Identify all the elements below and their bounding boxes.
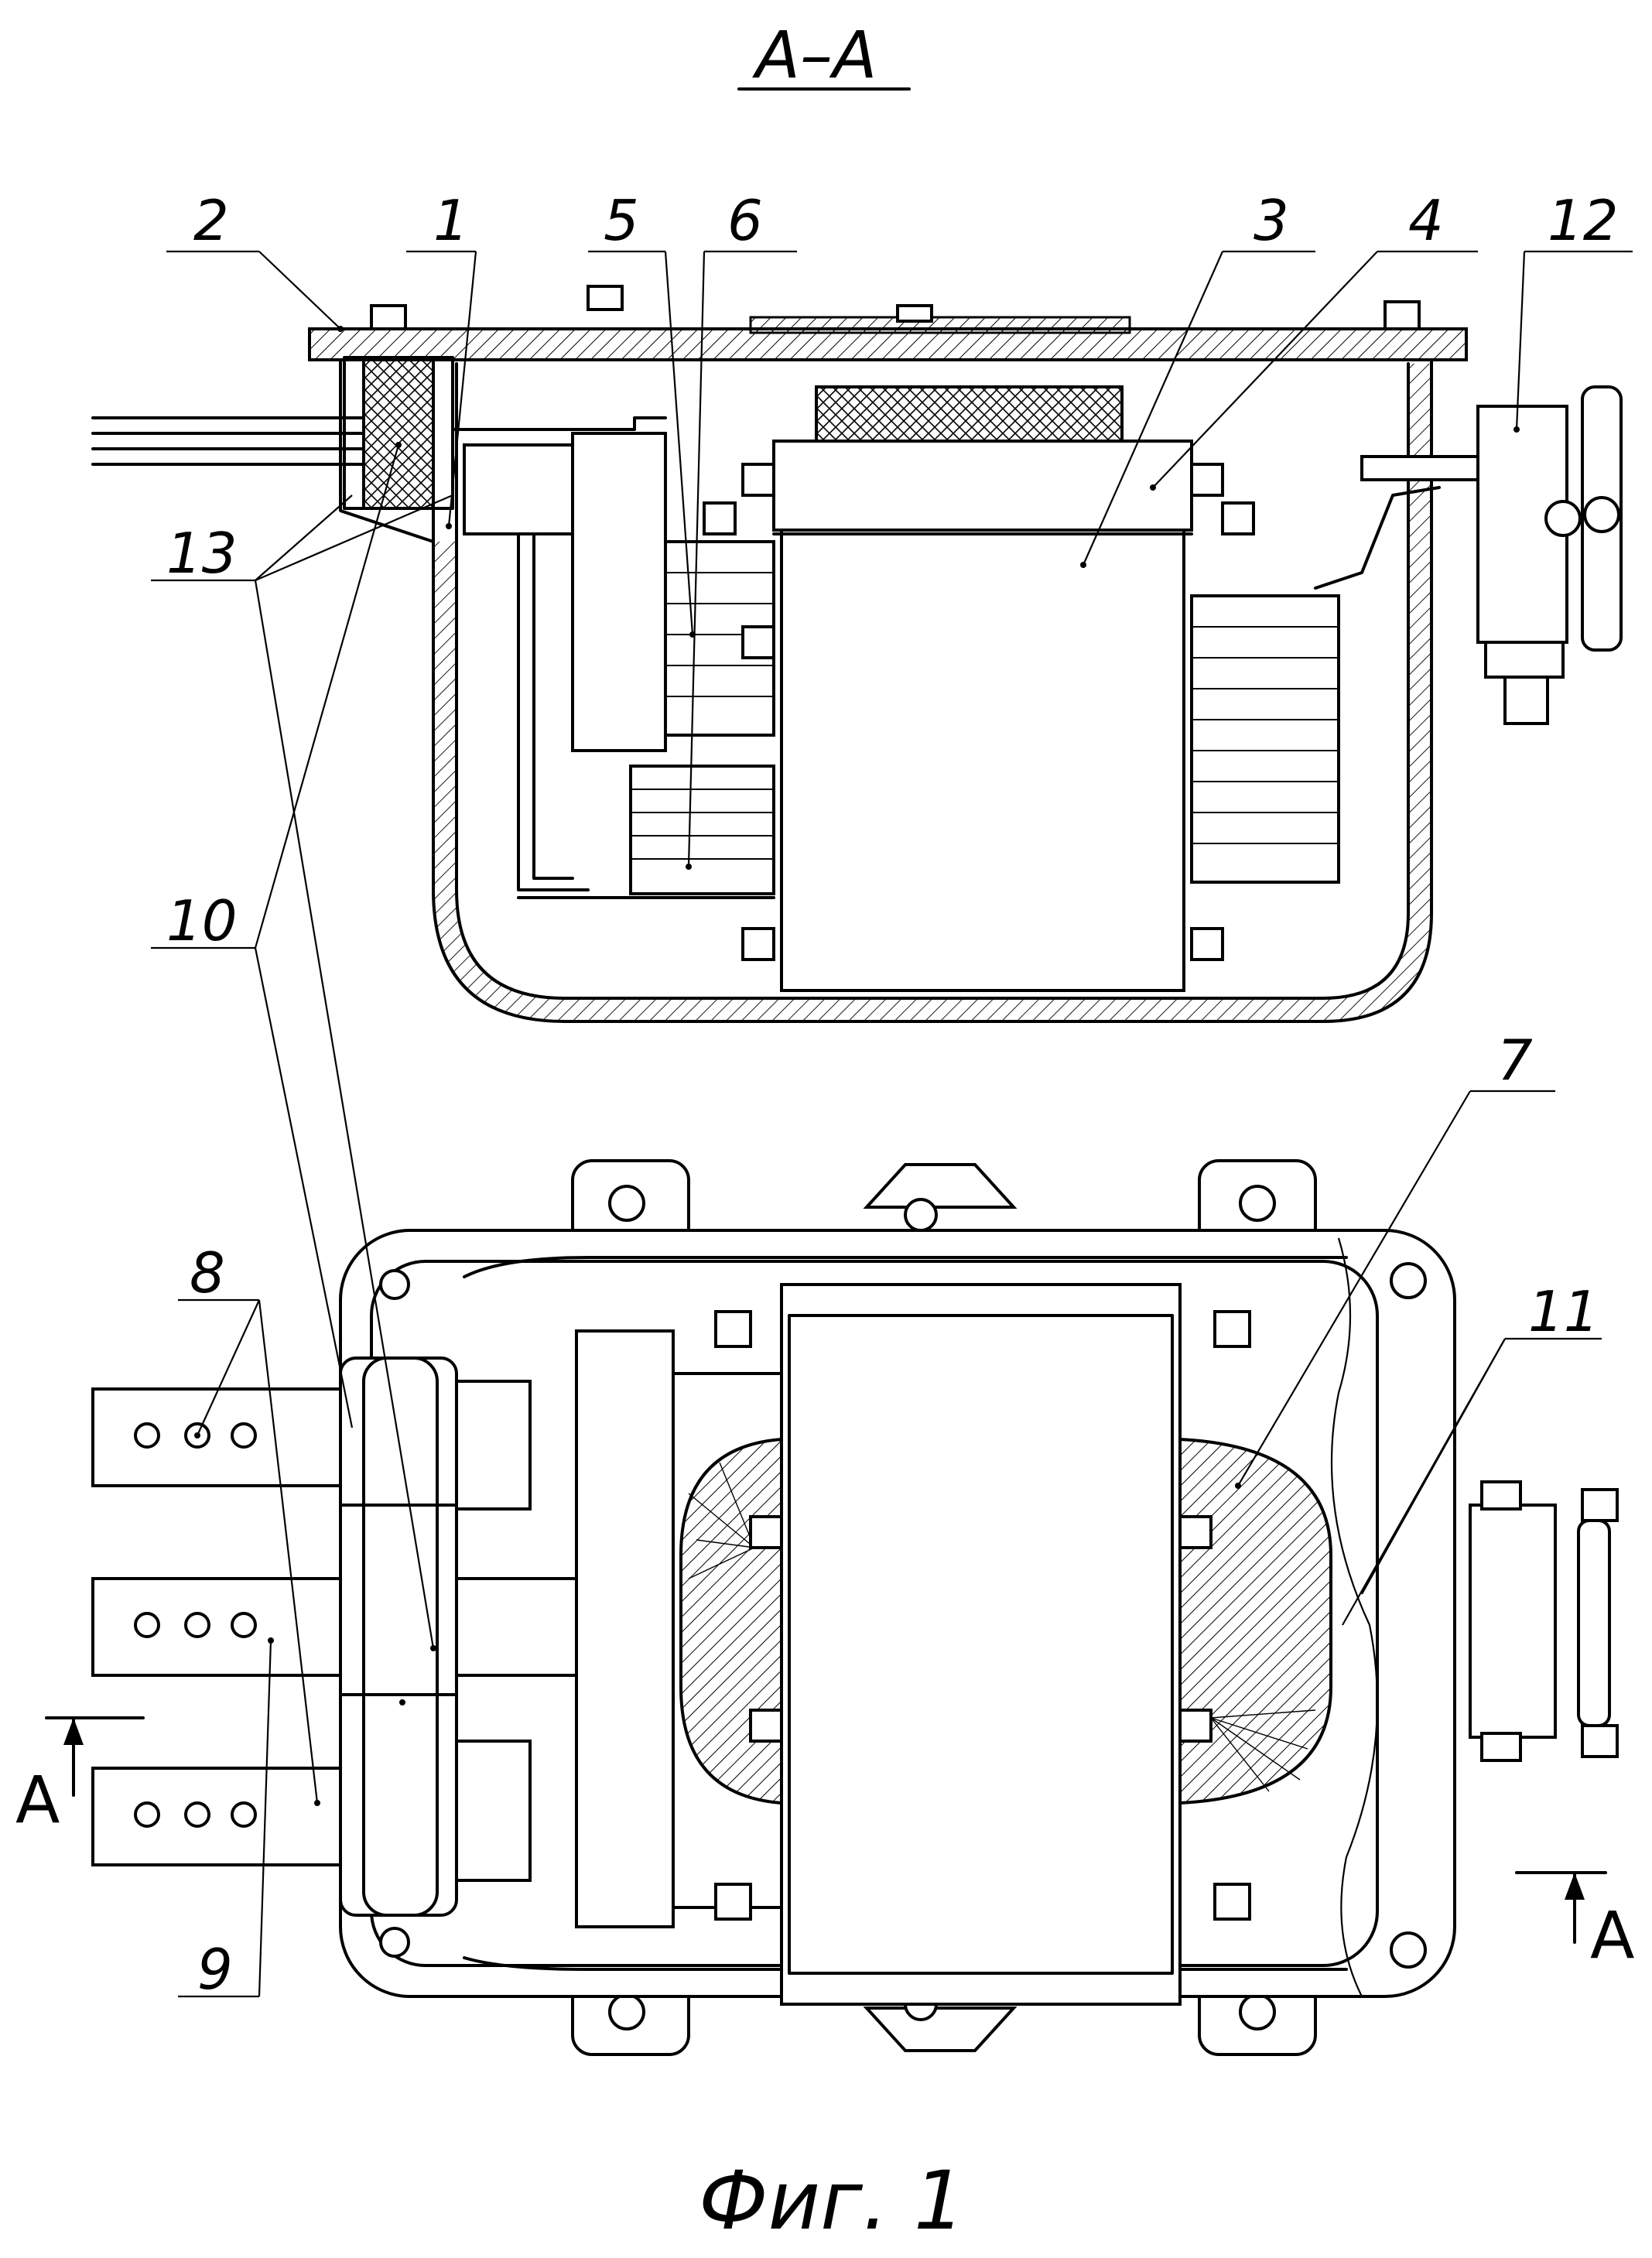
lead-wire-right xyxy=(1314,486,1441,590)
lid-bolts xyxy=(370,285,1421,330)
section-marker-left-label: А xyxy=(15,1762,60,1838)
busbars xyxy=(91,1387,342,1866)
label-6: 6 xyxy=(727,188,763,253)
corner-screws xyxy=(379,1262,1427,1969)
busbar-upper xyxy=(451,416,667,431)
part-labels: 2 1 5 6 3 4 12 13 10 8 9 7 11 xyxy=(166,188,1619,2002)
label-11: 11 xyxy=(1528,1279,1599,1344)
housing-left-flange xyxy=(339,358,435,543)
conductor-pipe xyxy=(532,532,574,880)
insulator-block xyxy=(362,356,435,510)
terminal-block-rear xyxy=(571,432,667,752)
label-8: 8 xyxy=(190,1240,225,1305)
plan-view xyxy=(91,1159,1619,2056)
winding-right xyxy=(1190,594,1340,884)
plan-terminal-box xyxy=(1469,1480,1619,1762)
section-marker-right: А xyxy=(1515,1871,1634,1973)
label-3: 3 xyxy=(1254,188,1289,253)
break-line xyxy=(1330,1237,1379,1997)
core-body xyxy=(780,529,1185,992)
section-view xyxy=(91,285,1623,1023)
label-7: 7 xyxy=(1497,1028,1533,1093)
terminal-block xyxy=(463,443,574,535)
label-4: 4 xyxy=(1408,188,1444,253)
label-1: 1 xyxy=(433,188,469,253)
clamp-brackets xyxy=(455,1329,791,1928)
winding-plan-left xyxy=(679,1437,783,1805)
lid-top-step xyxy=(749,316,1131,334)
label-12: 12 xyxy=(1548,188,1619,253)
lid-plate xyxy=(308,327,1468,361)
left-cables xyxy=(91,416,365,466)
section-marker-right-label: А xyxy=(1590,1897,1634,1973)
leader-lines xyxy=(151,250,1633,1998)
plan-core xyxy=(780,1283,1182,2006)
label-2: 2 xyxy=(193,188,229,253)
terminal-box xyxy=(1476,385,1623,725)
core-top-pad xyxy=(815,385,1124,443)
section-title: А–А xyxy=(752,17,877,93)
label-5: 5 xyxy=(604,188,639,253)
figure-caption: Фиг. 1 xyxy=(699,2154,965,2248)
section-marker-left: А xyxy=(15,1716,145,1838)
plan-core-bolts xyxy=(714,1310,1251,1921)
label-13: 13 xyxy=(166,521,238,586)
leader-dots xyxy=(194,326,1520,1806)
core-yoke xyxy=(772,440,1193,532)
winding-rays xyxy=(688,1462,1316,1792)
label-9: 9 xyxy=(197,1937,233,2002)
label-10: 10 xyxy=(166,888,238,953)
